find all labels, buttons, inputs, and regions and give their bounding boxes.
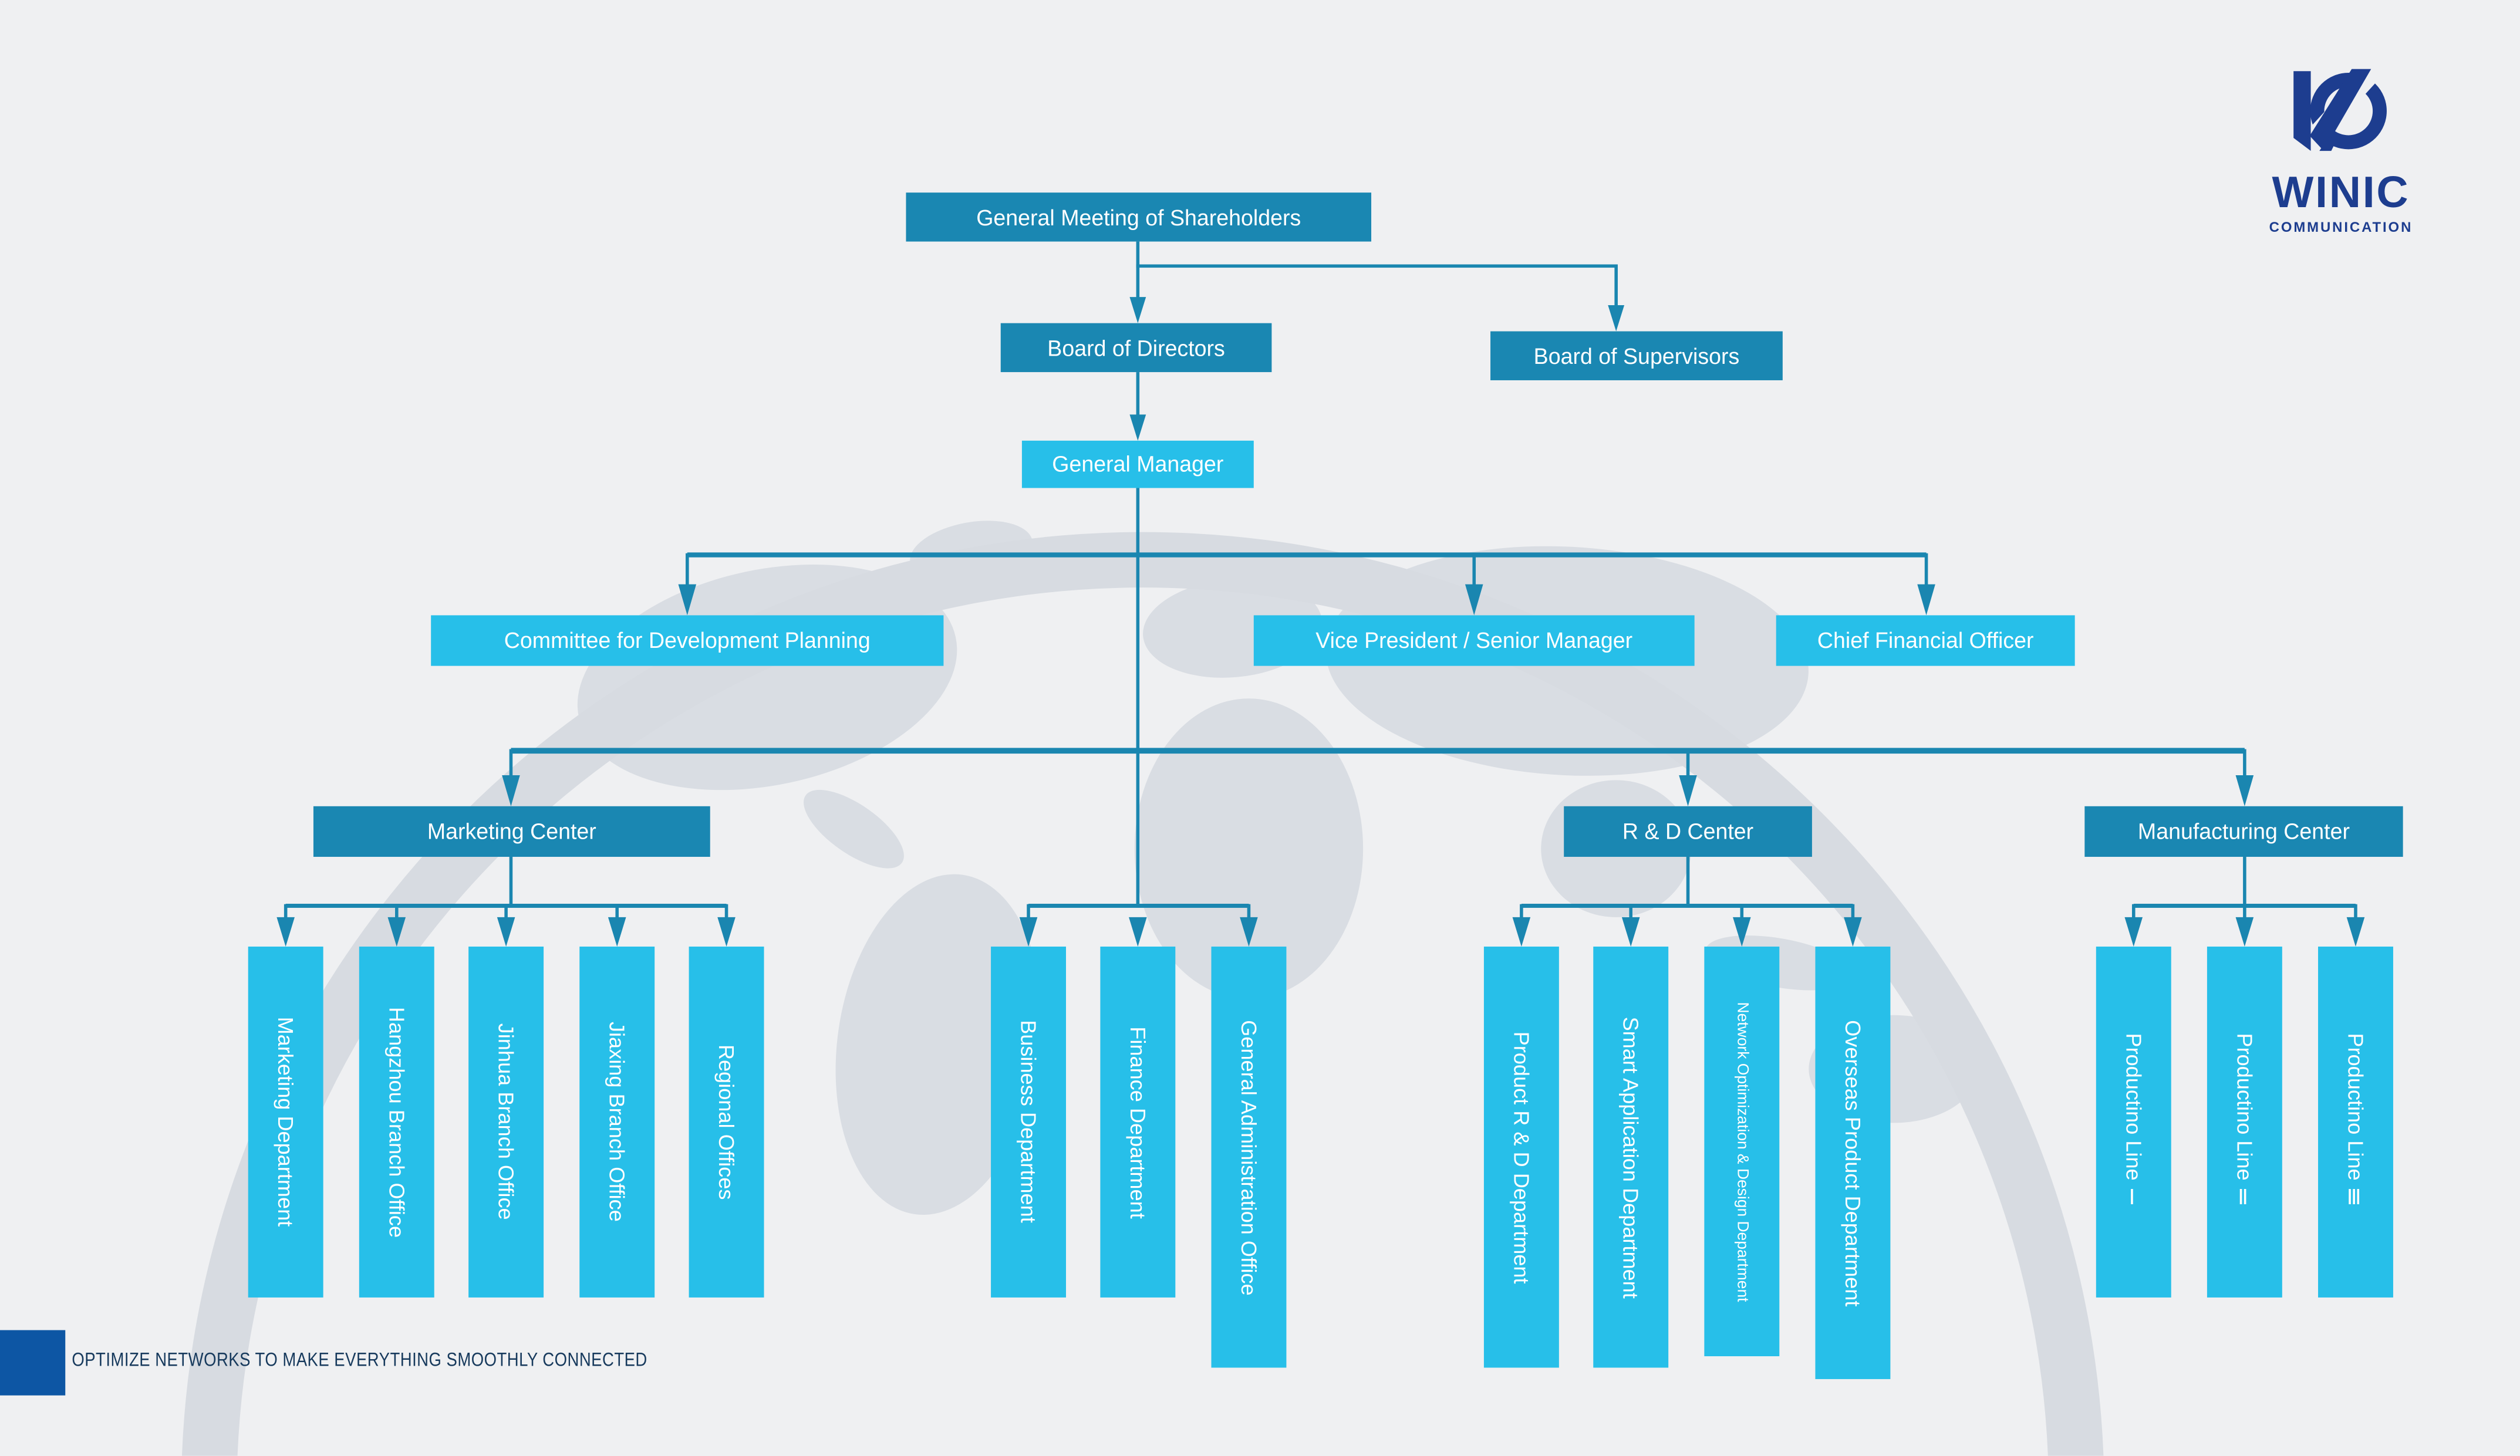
node-label: Productino Line Ⅱ (2232, 1033, 2257, 1211)
node-label: General Meeting of Shareholders (976, 205, 1301, 229)
winic-logo-icon (2287, 62, 2387, 167)
node-jinhua-branch-office: Jinhua Branch Office (468, 946, 544, 1298)
node-regional-offices: Regional Offices (689, 946, 764, 1298)
node-marketing-center: Marketing Center (313, 806, 710, 857)
node-production-line-3: Productino Line Ⅲ (2318, 946, 2393, 1298)
node-board-of-directors: Board of Directors (1000, 323, 1272, 373)
node-overseas-product-department: Overseas Product Department (1815, 946, 1891, 1379)
node-marketing-department: Marketing Department (248, 946, 323, 1298)
node-rd-center: R & D Center (1564, 806, 1812, 857)
node-product-rd-department: Product R & D Department (1483, 946, 1559, 1368)
node-label: Network Optimization & Design Department (1733, 1001, 1751, 1302)
node-label: Finance Department (1125, 1026, 1151, 1218)
node-manufacturing-center: Manufacturing Center (2084, 806, 2403, 857)
node-label: Marketing Department (273, 1017, 298, 1227)
node-finance-department: Finance Department (1100, 946, 1176, 1298)
node-label: Jinhua Branch Office (494, 1023, 518, 1221)
node-production-line-2: Productino Line Ⅱ (2207, 946, 2282, 1298)
node-label: Board of Directors (1047, 335, 1225, 360)
logo-brand-name: WINIC (2272, 168, 2410, 217)
node-label: Marketing Center (427, 819, 596, 844)
footer-tagline: OPTIMIZE NETWORKS TO MAKE EVERYTHING SMO… (72, 1351, 647, 1371)
node-label: Jiaxing Branch Office (605, 1022, 630, 1222)
node-label: Productino Line Ⅲ (2343, 1033, 2368, 1211)
logo: WINIC COMMUNICATION (2246, 62, 2436, 235)
node-label: Vice President / Senior Manager (1315, 628, 1633, 653)
globe-ring (182, 532, 2104, 1456)
node-label: General Manager (1052, 452, 1224, 477)
node-general-meeting-of-shareholders: General Meeting of Shareholders (906, 192, 1372, 242)
node-label: Product R & D Department (1509, 1031, 1534, 1283)
node-general-administration-office: General Administration Office (1211, 946, 1287, 1368)
node-label: Hangzhou Branch Office (384, 1006, 409, 1238)
footer-accent-square (0, 1330, 66, 1396)
logo-subtitle: COMMUNICATION (2269, 218, 2413, 235)
node-label: Board of Supervisors (1533, 343, 1740, 369)
node-general-manager: General Manager (1021, 440, 1254, 488)
node-chief-financial-officer: Chief Financial Officer (1776, 615, 2075, 666)
node-vice-president-senior-manager: Vice President / Senior Manager (1253, 615, 1695, 666)
node-hangzhou-branch-office: Hangzhou Branch Office (359, 946, 434, 1298)
node-jiaxing-branch-office: Jiaxing Branch Office (579, 946, 655, 1298)
node-label: Business Department (1016, 1021, 1041, 1224)
node-label: Committee for Development Planning (504, 628, 871, 653)
node-business-department: Business Department (991, 946, 1066, 1298)
node-label: Smart Application Department (1618, 1016, 1644, 1298)
node-network-optimization-design-department: Network Optimization & Design Department (1704, 946, 1780, 1357)
node-committee-for-development-planning: Committee for Development Planning (431, 615, 944, 666)
node-label: Manufacturing Center (2137, 819, 2350, 844)
node-label: Productino Line Ⅰ (2121, 1033, 2146, 1211)
node-board-of-supervisors: Board of Supervisors (1490, 331, 1783, 380)
node-label: General Administration Office (1236, 1019, 1261, 1295)
node-label: Regional Offices (714, 1044, 739, 1200)
node-production-line-1: Productino Line Ⅰ (2096, 946, 2171, 1298)
node-label: R & D Center (1622, 819, 1754, 844)
node-smart-application-department: Smart Application Department (1593, 946, 1669, 1368)
node-label: Overseas Product Department (1840, 1019, 1865, 1306)
node-label: Chief Financial Officer (1817, 628, 2034, 653)
